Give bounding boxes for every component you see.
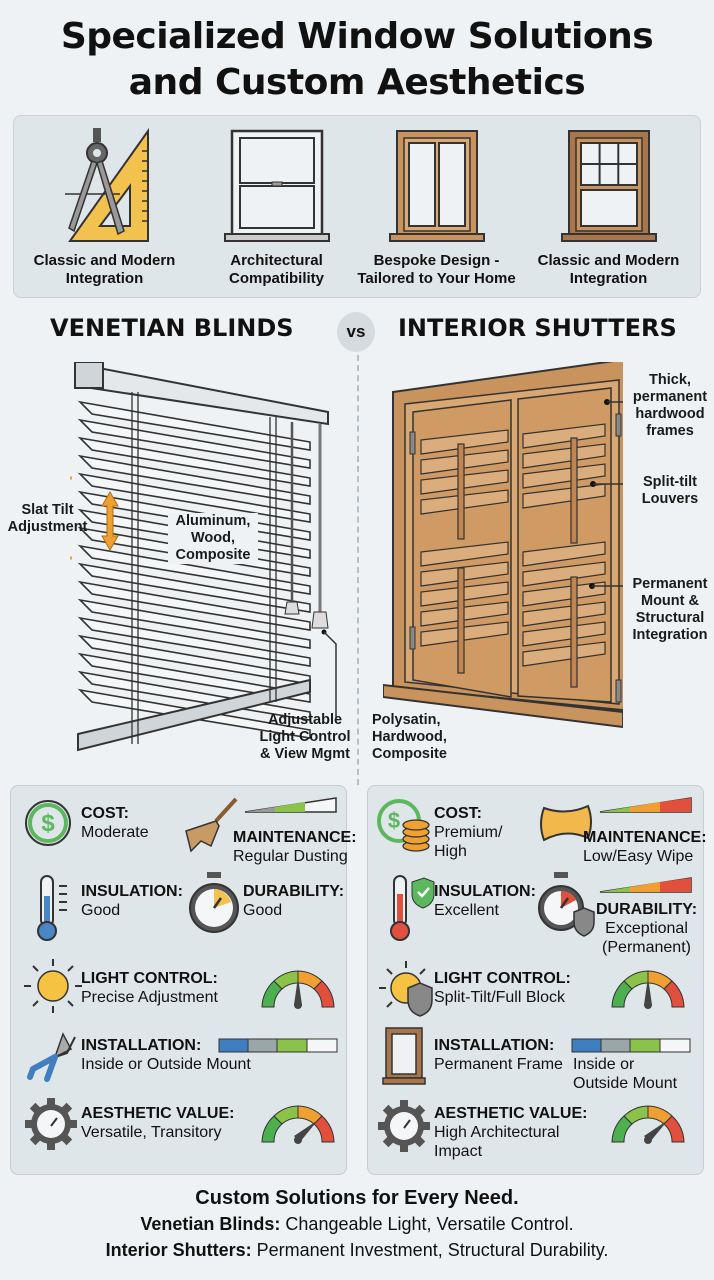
- durability-spec: DURABILITY:Good: [243, 883, 345, 919]
- page-title: Specialized Window Solutions and Custom …: [0, 14, 714, 106]
- cost-spec: COST:Moderate: [81, 805, 149, 841]
- interior-shutters-heading: INTERIOR SHUTTERS: [398, 314, 677, 342]
- title-line-2: and Custom Aesthetics: [128, 62, 586, 103]
- feature-label: Bespoke Design -Tailored to Your Home: [357, 252, 516, 287]
- gear-gauge-icon: [378, 1100, 430, 1152]
- svg-text:$: $: [388, 808, 400, 833]
- gear-gauge-icon: [25, 1098, 77, 1150]
- light-control-spec: LIGHT CONTROL:Precise Adjustment: [81, 970, 218, 1006]
- light-control-spec: LIGHT CONTROL:Split-Tilt/Full Block: [434, 970, 571, 1006]
- feather-duster-icon: [185, 797, 238, 853]
- section-divider: [357, 355, 359, 785]
- sun-icon: [24, 959, 82, 1013]
- aesthetic-gauge-icon: [611, 1105, 685, 1144]
- compass-triangle-icon: [64, 127, 149, 242]
- venetian-blinds-heading: VENETIAN BLINDS: [50, 314, 294, 342]
- installation-bar-icon: [571, 1038, 691, 1053]
- wood-grid-window-icon: [560, 130, 657, 242]
- wood-frame-icon: [382, 1027, 426, 1085]
- light-gauge-icon: [261, 970, 335, 1009]
- footer-blinds-line: Venetian Blinds: Changeable Light, Versa…: [140, 1214, 574, 1234]
- sponge-icon: [540, 804, 592, 842]
- shutter-materials-callout: Polysatin,Hardwood,Composite: [372, 712, 447, 762]
- svg-text:$: $: [41, 810, 55, 837]
- sun-shield-icon: [379, 961, 433, 1017]
- footer-shutters-line: Interior Shutters: Permanent Investment,…: [105, 1240, 609, 1260]
- dollar-icon: $: [25, 800, 71, 846]
- thermometer-icon: [37, 875, 67, 941]
- durability-spec: DURABILITY:Exceptional(Permanent): [596, 901, 698, 956]
- footer-headline: Custom Solutions for Every Need.: [195, 1187, 519, 1209]
- stopwatch-icon: [189, 872, 239, 933]
- maintenance-meter-icon: [244, 797, 337, 813]
- comparison-header: VENETIAN BLINDS vs INTERIOR SHUTTERS: [0, 312, 714, 352]
- stopwatch-shield-icon: [538, 872, 595, 937]
- interior-shutters-illustration: [383, 362, 623, 729]
- blinds-specs-panel: $ COST:Moderate MAINTENANCE:Regular Dust…: [10, 785, 357, 1175]
- light-gauge-icon: [611, 970, 685, 1009]
- installation-spec: INSTALLATION:Inside or Outside Mount: [81, 1037, 251, 1073]
- title-line-1: Specialized Window Solutions: [60, 16, 654, 57]
- thermometer-shield-icon: [390, 875, 435, 941]
- maintenance-spec: MAINTENANCE:Low/Easy Wipe: [583, 829, 707, 865]
- blind-materials-callout: Aluminum,Wood,Composite: [168, 513, 258, 564]
- aesthetic-gauge-icon: [261, 1105, 335, 1144]
- aesthetic-value-spec: AESTHETIC VALUE:Versatile, Transitory: [81, 1105, 235, 1141]
- maintenance-meter-icon: [599, 797, 692, 813]
- dollar-coins-icon: $: [377, 799, 430, 852]
- wood-casement-window-icon: [388, 130, 485, 242]
- maintenance-spec: MAINTENANCE:Regular Dusting: [233, 829, 357, 865]
- vs-badge: vs: [337, 312, 375, 352]
- durability-meter-icon: [599, 877, 692, 893]
- shutters-specs-panel: $ COST:Premium/High MAINTENANCE:Low/Easy…: [367, 785, 707, 1175]
- installation-bar-icon: [218, 1038, 338, 1053]
- cost-spec: COST:Premium/High: [434, 805, 503, 860]
- feature-bespoke: Bespoke Design -Tailored to Your Home: [354, 126, 519, 288]
- sash-window-icon: [223, 129, 330, 242]
- insulation-spec: INSULATION:Excellent: [434, 883, 536, 919]
- insulation-spec: INSULATION:Good: [81, 883, 183, 919]
- footer-summary: Custom Solutions for Every Need. Venetia…: [0, 1185, 714, 1263]
- installation-spec: INSTALLATION:Permanent Frame: [434, 1037, 563, 1073]
- pliers-icon: [27, 1032, 76, 1082]
